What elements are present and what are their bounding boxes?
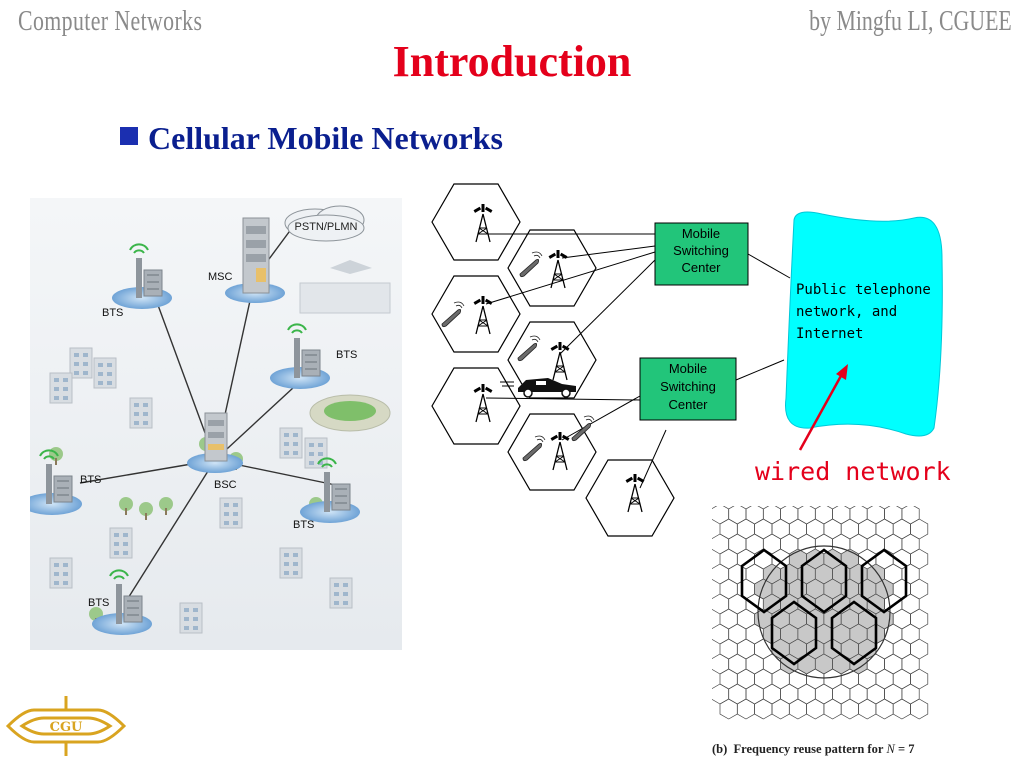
msc-text-line3: Center: [668, 397, 708, 412]
slide-title: Introduction: [392, 37, 632, 86]
cellular-cell-diagram: Mobile Switching Center Mobile Switching…: [431, 183, 951, 537]
public-network-cloud: Public telephone network, and Internet: [785, 211, 943, 437]
msc-box: Mobile Switching Center: [639, 357, 737, 421]
cloud-text-line2: network, and: [796, 304, 897, 320]
bts-label: BTS: [80, 474, 101, 486]
caption-var: N: [886, 742, 895, 756]
bsc-node: BSC: [187, 412, 243, 491]
bsc-label: BSC: [214, 479, 237, 491]
caption-prefix: (b): [712, 742, 728, 756]
bts-node: BTS: [30, 449, 101, 516]
msc-text-line1: Mobile: [669, 361, 707, 376]
msc-text-line2: Switching: [673, 243, 729, 258]
cloud-text-line3: Internet: [796, 326, 863, 342]
frequency-reuse-pattern: [712, 506, 929, 720]
bts-node: BTS: [269, 323, 357, 390]
reuse-caption: (b) Frequency reuse pattern for N = 7: [712, 742, 914, 757]
course-header: Computer Networks: [18, 6, 203, 37]
bts-label: BTS: [293, 519, 314, 531]
caption-eq: = 7: [897, 742, 915, 756]
msc-box: Mobile Switching Center: [654, 222, 749, 286]
msc-text-line1: Mobile: [682, 226, 720, 241]
bullet-text: Cellular Mobile Networks: [148, 120, 503, 156]
bts-node: BTS: [102, 243, 173, 319]
bts-node: BTS: [293, 457, 361, 531]
svg-text:CGU: CGU: [50, 720, 83, 735]
msc-text-line3: Center: [681, 260, 721, 275]
bullet-item: Cellular Mobile Networks: [120, 120, 503, 157]
pstn-label: PSTN/PLMN: [295, 221, 358, 233]
pstn-cloud: PSTN/PLMN: [284, 205, 365, 242]
wired-network-label: wired network: [755, 457, 951, 486]
wired-network-arrow: [798, 364, 848, 451]
university-logo: CGU: [5, 696, 127, 756]
bts-label: BTS: [102, 307, 123, 319]
cloud-text-line1: Public telephone: [796, 282, 931, 298]
msc-label: MSC: [208, 271, 233, 283]
msc-text-line2: Switching: [660, 379, 716, 394]
car-icon: [500, 378, 576, 398]
msc-node: MSC: [208, 217, 285, 303]
bts-node: BTS: [88, 569, 153, 636]
bullet-square-icon: [120, 127, 138, 145]
bts-label: BTS: [88, 597, 109, 609]
cellular-network-illustration: PSTN/PLMN MSC BSC BTS BTS BTS BTS BTS: [30, 198, 402, 650]
caption-text: Frequency reuse pattern for: [733, 742, 884, 756]
bts-label: BTS: [336, 349, 357, 361]
author-header: by Mingfu LI, CGUEE: [809, 6, 1012, 37]
